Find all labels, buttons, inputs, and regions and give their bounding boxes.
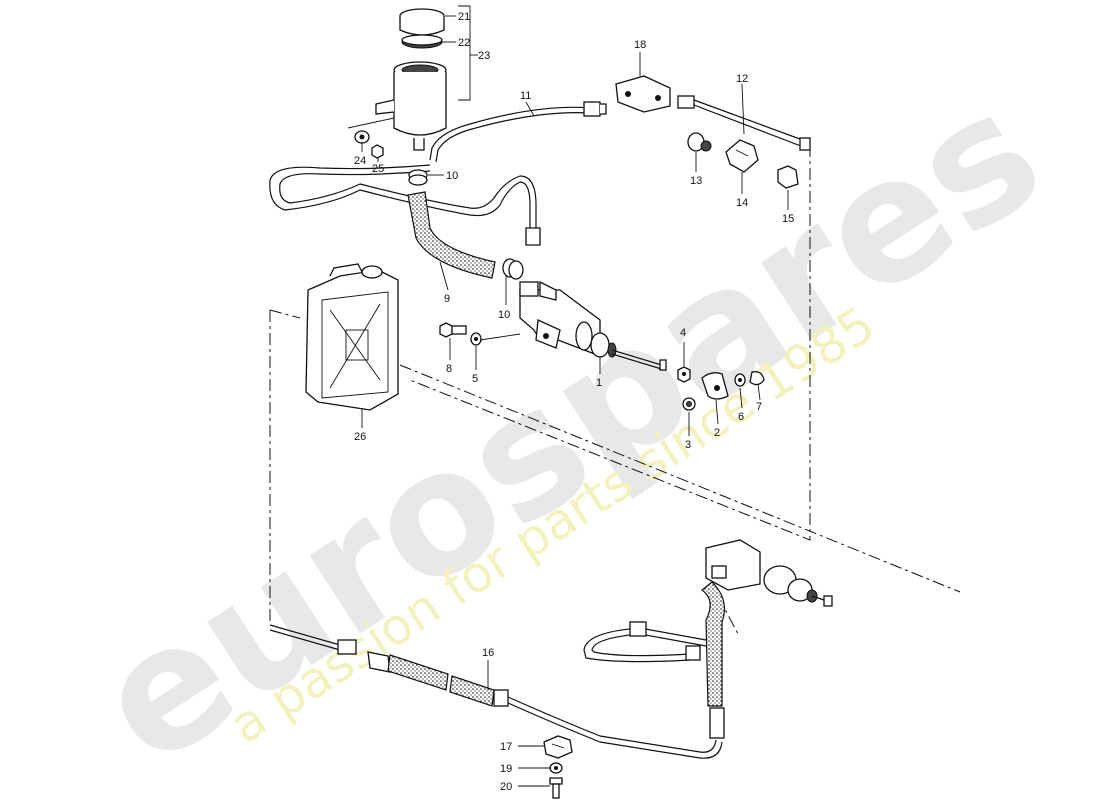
callout-24: 24: [354, 155, 366, 167]
reservoir-cap-icon: [399, 8, 445, 36]
callout-13: 13: [690, 175, 702, 187]
callout-22: 22: [458, 37, 470, 49]
callout-26: 26: [354, 431, 366, 443]
pipe-clip-icon-15: [777, 165, 799, 189]
fluid-canister-icon: [305, 263, 399, 411]
watermark-brand: eurospares: [64, 53, 1073, 800]
callout-1: 1: [596, 377, 602, 389]
callout-17: 17: [500, 741, 512, 753]
callouts: 21 22 23 24 25 10 9 10 11 18 12 13 14 15…: [354, 11, 794, 793]
callout-18: 18: [634, 39, 646, 51]
watermark: eurospares a passion for parts since 198…: [64, 53, 1073, 800]
callout-20: 20: [500, 781, 512, 793]
callout-12: 12: [736, 73, 748, 85]
callout-19: 19: [500, 763, 512, 775]
callout-16: 16: [482, 647, 494, 659]
callout-5: 5: [472, 373, 478, 385]
callout-25: 25: [372, 163, 384, 175]
circlip-icon: [749, 371, 765, 386]
grommet-icon: [687, 132, 712, 152]
callout-10-top: 10: [446, 170, 458, 182]
callout-3: 3: [685, 439, 691, 451]
washer-icon-6: [734, 373, 746, 387]
washer-icon-5: [470, 332, 482, 346]
clutch-hose-line: [269, 581, 725, 759]
feed-hose-icon: [407, 191, 496, 279]
slave-cylinder-icon: [705, 539, 833, 607]
master-cylinder-icon: [519, 280, 667, 371]
callout-2: 2: [714, 427, 720, 439]
callout-14: 14: [736, 197, 748, 209]
callout-6: 6: [738, 411, 744, 423]
reservoir-assembly: [347, 8, 447, 159]
callout-8: 8: [446, 363, 452, 375]
fluid-reservoir-icon: [375, 61, 447, 151]
nut-icon: [371, 144, 384, 159]
pipe-clip-icon: [725, 139, 759, 173]
callout-15: 15: [782, 213, 794, 225]
bushing-icon: [701, 372, 729, 400]
pipe-11: [429, 101, 607, 163]
nut-icon-4: [677, 366, 691, 383]
callout-7: 7: [756, 401, 762, 413]
pipe-clip-icon-17: [543, 735, 573, 759]
hose-clamp-icon-2: [502, 258, 524, 280]
washer-icon: [354, 130, 370, 144]
feed-pipe: [269, 164, 541, 246]
sleeve-icon: [682, 397, 696, 411]
callout-11: 11: [520, 90, 531, 102]
callout-21: 21: [458, 11, 470, 23]
washer-icon-19: [549, 762, 563, 774]
leader-lines: [361, 5, 789, 787]
pipe-12: [677, 95, 811, 151]
bolt-icon-20: [549, 777, 563, 799]
callout-23: 23: [478, 50, 490, 62]
hose-clamp-icon: [408, 169, 428, 186]
seal-icon: [401, 34, 443, 49]
bolt-icon: [439, 322, 467, 338]
callout-4: 4: [680, 327, 686, 339]
bracket-icon: [615, 75, 671, 113]
callout-10-lower: 10: [498, 309, 510, 321]
assembly-lines: [269, 145, 961, 625]
callout-9: 9: [444, 293, 450, 305]
